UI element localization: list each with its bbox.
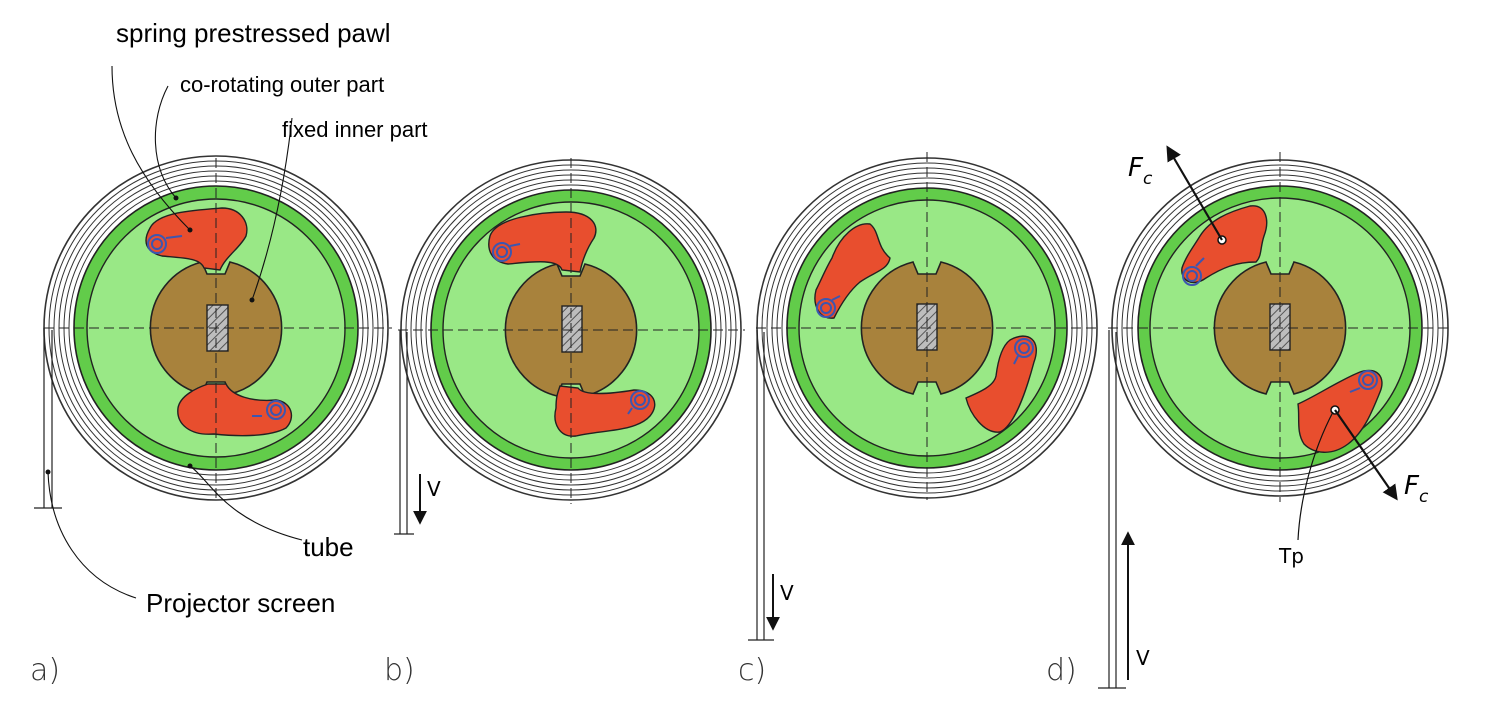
panel-tag-d: d) xyxy=(1046,653,1077,688)
panel-c: V xyxy=(748,152,1100,641)
pawl-a-top xyxy=(145,207,248,271)
leader-pawl xyxy=(111,65,191,231)
axes-a xyxy=(44,158,392,502)
screen-c xyxy=(748,330,774,641)
pawl-b-bottom xyxy=(554,385,656,437)
screen-b xyxy=(394,330,414,535)
v-label-d: V xyxy=(1136,646,1150,670)
pawl-b-top xyxy=(488,211,597,273)
v-label-b: V xyxy=(427,477,441,501)
panel-tag-c: c) xyxy=(738,653,766,688)
pawl-c-right xyxy=(965,335,1037,433)
panel-b: V xyxy=(394,158,745,535)
pawl-c-left xyxy=(814,223,891,319)
label-inner: fixed inner part xyxy=(282,117,428,142)
tp-label: Tp xyxy=(1278,544,1304,568)
pawl-d-bottom xyxy=(1297,369,1383,453)
force-label-bottom: Fc xyxy=(1404,471,1429,507)
leader-inner xyxy=(251,117,293,301)
panel-tag-b: b) xyxy=(384,653,415,688)
pawl-a-bottom xyxy=(177,383,293,437)
spring-a-bottom xyxy=(252,400,286,420)
spring-b-bottom xyxy=(627,390,650,415)
force-arrow-bottom xyxy=(1334,409,1398,501)
force-arrow-top xyxy=(1166,145,1223,241)
leader-tube xyxy=(189,465,303,541)
spring-c-left xyxy=(816,295,841,318)
panel-a xyxy=(34,155,392,509)
force-label-top: Fc xyxy=(1128,153,1153,189)
leader-tp xyxy=(1297,411,1334,541)
spring-a-top xyxy=(147,234,183,254)
panel-tag-a: a) xyxy=(30,653,60,688)
spring-c-right xyxy=(1013,338,1034,365)
leader-outer xyxy=(154,85,177,199)
shaft-b xyxy=(561,305,583,353)
label-tube: tube xyxy=(303,532,354,562)
panel-d: V Fc Fc Tp xyxy=(1098,145,1452,689)
callout-leaders xyxy=(47,65,303,599)
label-screen: Projector screen xyxy=(146,588,335,618)
callout-dots xyxy=(45,195,255,475)
spring-d-top xyxy=(1182,257,1205,286)
axes-b xyxy=(398,158,745,504)
axes-c xyxy=(756,152,1100,500)
screen-d xyxy=(1098,330,1126,689)
v-label-c: V xyxy=(780,581,794,605)
pawl-d-top xyxy=(1181,205,1268,284)
spring-b-top xyxy=(492,242,521,262)
label-pawl: spring prestressed pawl xyxy=(116,18,391,48)
screen-a xyxy=(34,328,62,509)
label-outer: co-rotating outer part xyxy=(180,72,384,97)
axes-d xyxy=(1108,152,1452,502)
spring-d-bottom xyxy=(1349,370,1378,393)
leader-screen xyxy=(47,471,137,599)
